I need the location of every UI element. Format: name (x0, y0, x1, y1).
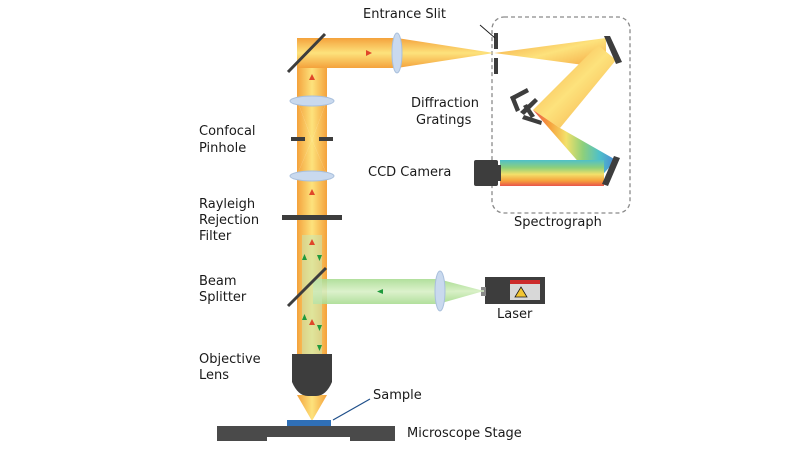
slit-cone (397, 38, 494, 68)
spectro-mirror-bottom (602, 156, 620, 186)
raman-arrows (309, 50, 372, 325)
microscope-stage (217, 426, 395, 441)
pinhole-cone-top (297, 100, 327, 140)
slit-lens (391, 32, 403, 74)
spectrograph-box (491, 16, 631, 214)
label-rayleigh-2: Rejection (199, 213, 260, 228)
spectro-beam-2 (533, 45, 616, 128)
label-diffraction-2: Gratings (416, 113, 472, 128)
objective-top (292, 354, 332, 368)
lower-lens (289, 170, 335, 182)
label-laser: Laser (497, 307, 533, 322)
pinhole-left (291, 137, 305, 141)
label-ccd-camera: CCD Camera (368, 165, 452, 180)
top-mirror (286, 32, 327, 74)
laser-label-red (510, 280, 540, 284)
label-objective-1: Objective (199, 352, 261, 367)
slit-pointer (479, 24, 496, 39)
label-rayleigh-1: Rayleigh (199, 197, 256, 212)
label-entrance-slit: Entrance Slit (363, 7, 446, 22)
entrance-slit-top (494, 33, 498, 49)
laser-beam-horizontal (313, 279, 438, 304)
objective-body (292, 366, 332, 396)
laser-warning-icon (514, 286, 528, 298)
objective-cone (297, 395, 327, 421)
label-diffraction-1: Diffraction (411, 96, 479, 111)
label-confocal-2: Pinhole (199, 141, 247, 156)
label-beam-2: Splitter (199, 290, 247, 305)
sample-pointer (332, 398, 371, 421)
ccd-beam (500, 160, 604, 186)
entrance-slit-bottom (494, 58, 498, 74)
rayleigh-filter (282, 215, 342, 220)
label-sample: Sample (373, 388, 422, 403)
laser-lens (434, 270, 446, 312)
beam-splitter (286, 266, 328, 308)
label-rayleigh-3: Filter (199, 229, 232, 244)
pinhole-right (319, 137, 333, 141)
label-beam-1: Beam (199, 274, 237, 289)
ccd-camera-body (474, 160, 498, 186)
laser-arrows (302, 254, 383, 351)
spectro-beam-1 (494, 38, 606, 68)
label-spectrograph: Spectrograph (514, 215, 602, 230)
label-objective-2: Lens (199, 368, 230, 383)
ccd-camera-lens (496, 165, 501, 181)
upper-lens (289, 95, 335, 107)
diffraction-grating (510, 88, 542, 125)
pinhole-cone-bottom (297, 140, 327, 175)
sample-slide (287, 420, 331, 426)
label-microscope-stage: Microscope Stage (407, 426, 522, 441)
spectro-mirror-top (604, 36, 622, 64)
label-confocal-1: Confocal (199, 124, 256, 139)
top-beam (297, 38, 397, 68)
